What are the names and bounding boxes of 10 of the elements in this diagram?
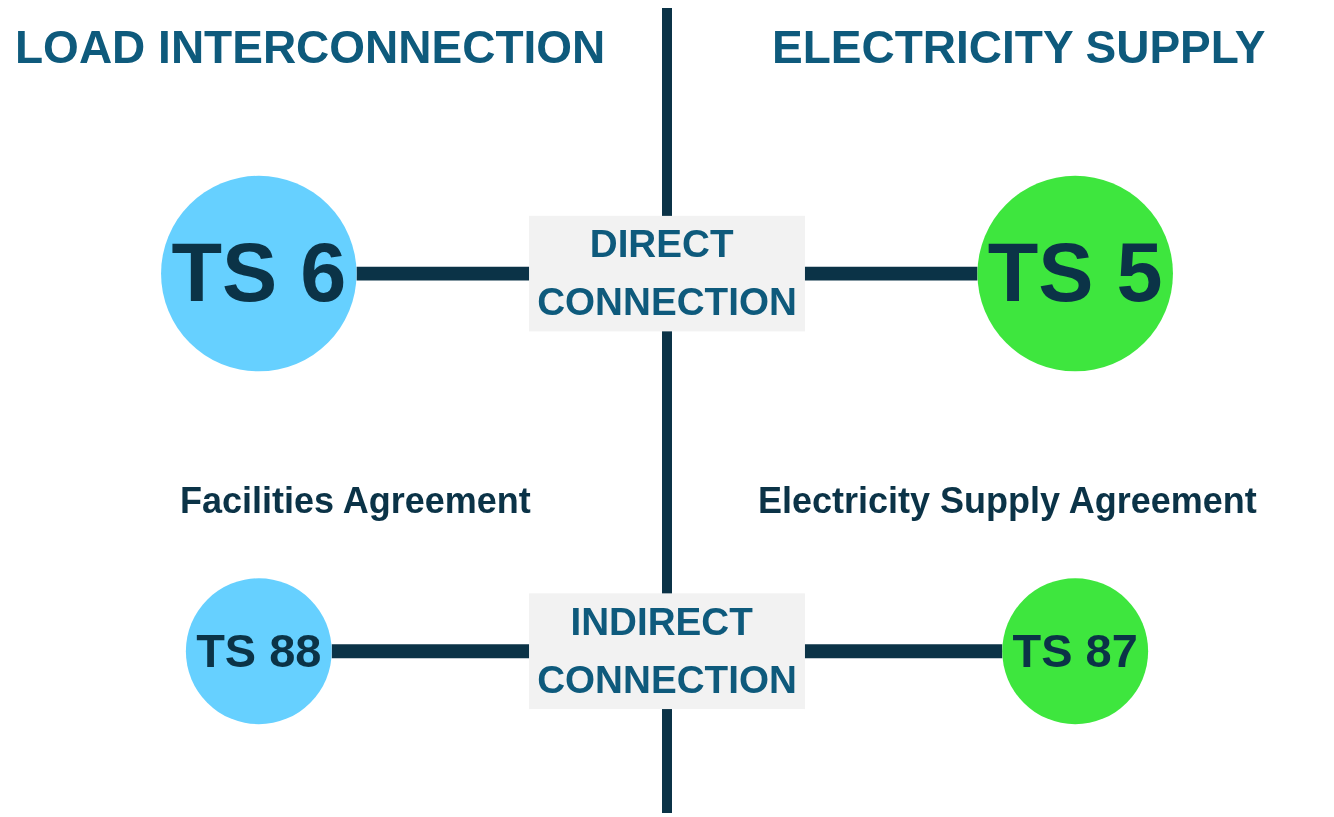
node-circle: TS 5 <box>977 175 1173 372</box>
node-circle: TS 88 <box>185 578 332 725</box>
column-heading: ELECTRICITY SUPPLY <box>772 20 1266 74</box>
agreement-label: Facilities Agreement <box>180 480 531 522</box>
edge-label: INDIRECT CONNECTION <box>537 600 797 701</box>
node-circle: TS 6 <box>161 175 357 372</box>
edge-label: DIRECT CONNECTION <box>537 222 797 324</box>
node-circle: TS 87 <box>1002 578 1149 725</box>
column-heading: LOAD INTERCONNECTION <box>15 20 606 74</box>
agreement-label: Electricity Supply Agreement <box>758 480 1257 522</box>
